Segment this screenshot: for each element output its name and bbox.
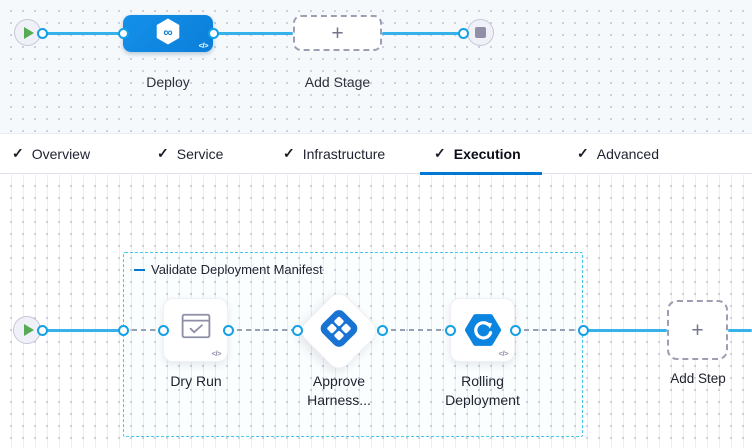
add-step-button[interactable]: +	[667, 300, 728, 360]
step-node-dry-run[interactable]: </>	[163, 298, 228, 362]
tab-label: Overview	[31, 145, 91, 162]
tab-overview[interactable]: ✓ Overview	[12, 134, 90, 173]
connector-port[interactable]	[207, 27, 219, 39]
connector-line	[42, 31, 124, 35]
check-icon: ✓	[157, 145, 169, 161]
harness-approval-icon	[316, 306, 362, 357]
yaml-code-icon: </>	[198, 41, 209, 50]
dry-run-check-window-icon	[181, 313, 211, 344]
step-group-label: Validate Deployment Manifest	[151, 262, 323, 277]
stop-icon	[475, 27, 486, 38]
connector-line-dashed	[123, 329, 163, 331]
stage-config-tab-bar: ✓ Overview ✓ Service ✓ Infrastructure ✓ …	[0, 133, 752, 175]
connector-port[interactable]	[577, 324, 589, 336]
connector-port[interactable]	[222, 324, 234, 336]
tab-service[interactable]: ✓ Service	[157, 134, 223, 173]
add-stage-label: Add Stage	[304, 74, 371, 90]
connector-port[interactable]	[444, 324, 456, 336]
connector-line	[213, 31, 293, 35]
connector-port[interactable]	[117, 324, 129, 336]
connector-port[interactable]	[509, 324, 521, 336]
step-group-container[interactable]	[123, 252, 583, 437]
rolling-deployment-icon	[464, 311, 502, 354]
tab-label: Advanced	[596, 145, 660, 162]
connector-port[interactable]	[376, 324, 388, 336]
stage-graph-canvas[interactable]: ∞ </> + Deploy Add Stage	[0, 0, 752, 133]
connector-line-dashed	[382, 329, 450, 331]
active-tab-underline	[420, 172, 542, 175]
tab-infrastructure[interactable]: ✓ Infrastructure	[283, 134, 385, 173]
connector-port[interactable]	[36, 324, 48, 336]
infinity-glyph: ∞	[163, 24, 172, 39]
connector-line	[583, 328, 667, 332]
stage-label: Deploy	[146, 74, 190, 90]
connector-line	[382, 31, 464, 35]
harness-cd-icon: ∞	[155, 17, 181, 50]
execution-graph-canvas[interactable]: Validate Deployment Manifest </>	[0, 175, 752, 448]
connector-port[interactable]	[457, 27, 469, 39]
connector-port[interactable]	[36, 27, 48, 39]
tab-advanced[interactable]: ✓ Advanced	[577, 134, 659, 173]
add-step-label: Add Step	[670, 371, 726, 386]
step-node-rolling-deployment[interactable]: </>	[450, 298, 515, 362]
plus-icon: +	[691, 318, 704, 342]
tab-execution[interactable]: ✓ Execution	[434, 134, 521, 173]
connector-line	[42, 328, 123, 332]
step-label: Approve Harness...	[307, 373, 371, 408]
connector-port[interactable]	[291, 324, 303, 336]
step-group-header[interactable]: Validate Deployment Manifest	[134, 262, 323, 277]
step-label: Rolling Deployment	[445, 373, 520, 408]
check-icon: ✓	[283, 145, 295, 161]
pipeline-end-node[interactable]	[467, 19, 494, 46]
connector-port[interactable]	[157, 324, 169, 336]
plus-icon: +	[331, 21, 344, 45]
tab-label: Service	[176, 145, 224, 162]
play-icon	[24, 26, 34, 39]
collapse-icon	[134, 268, 145, 271]
add-stage-button[interactable]: +	[293, 15, 382, 51]
connector-line-dashed	[515, 329, 583, 331]
tab-label: Execution	[453, 145, 521, 162]
check-icon: ✓	[12, 145, 24, 161]
yaml-code-icon: </>	[498, 349, 509, 358]
yaml-code-icon: </>	[211, 349, 222, 358]
stage-node-deploy[interactable]: ∞ </>	[123, 15, 213, 52]
check-icon: ✓	[434, 145, 446, 161]
step-label: Dry Run	[170, 373, 222, 389]
connector-port[interactable]	[117, 27, 129, 39]
play-icon	[23, 324, 34, 336]
check-icon: ✓	[577, 145, 589, 161]
connector-line-dashed	[228, 329, 297, 331]
step-node-approve[interactable]	[296, 288, 382, 374]
connector-line	[728, 328, 752, 332]
tab-label: Infrastructure	[302, 145, 386, 162]
